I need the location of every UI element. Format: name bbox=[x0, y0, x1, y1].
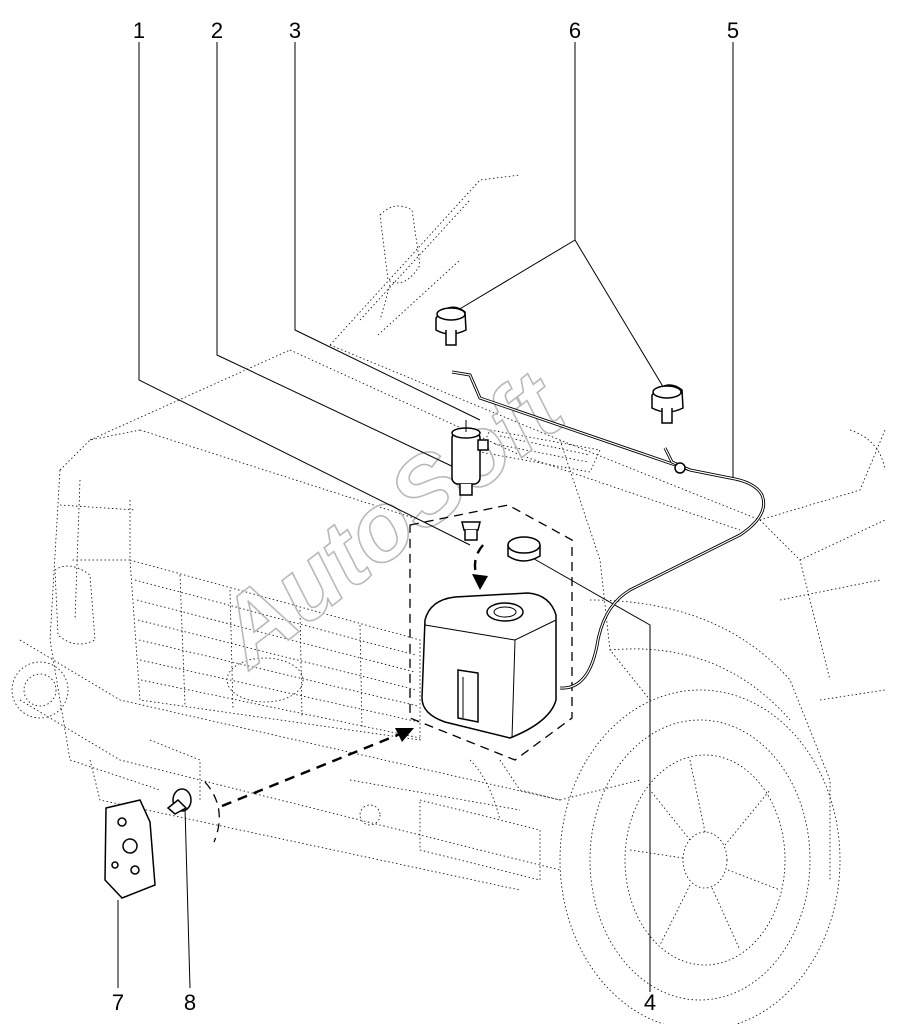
callout-1: 1 bbox=[133, 18, 145, 43]
vehicle-outline bbox=[11, 174, 886, 1024]
callout-4: 4 bbox=[644, 990, 656, 1015]
washer-jet-left bbox=[435, 306, 467, 346]
callout-3: 3 bbox=[289, 18, 301, 43]
washer-pump bbox=[451, 420, 489, 496]
callout-6: 6 bbox=[569, 18, 581, 43]
mounting-bracket bbox=[104, 799, 156, 899]
pump-fit-arrowhead bbox=[472, 574, 488, 590]
leader-lines bbox=[117, 42, 734, 992]
callout-2: 2 bbox=[211, 18, 223, 43]
push-fixing bbox=[166, 788, 192, 815]
filler-cap bbox=[507, 536, 541, 562]
washer-reservoir bbox=[421, 592, 557, 739]
washer-jet-right bbox=[651, 384, 684, 424]
callout-labels: 1 2 3 4 5 6 7 8 bbox=[112, 18, 739, 1015]
bracket-fit-arrowhead bbox=[395, 728, 414, 742]
callout-7: 7 bbox=[112, 990, 124, 1015]
washer-hose bbox=[451, 370, 766, 690]
bracket-fit-arrow bbox=[221, 732, 401, 808]
pump-grommet bbox=[461, 521, 481, 541]
pump-fit-arrow bbox=[473, 544, 484, 581]
callout-8: 8 bbox=[184, 990, 196, 1015]
callout-5: 5 bbox=[727, 18, 739, 43]
fixing-location-arc bbox=[204, 781, 220, 843]
reservoir-group-outline bbox=[409, 504, 573, 761]
